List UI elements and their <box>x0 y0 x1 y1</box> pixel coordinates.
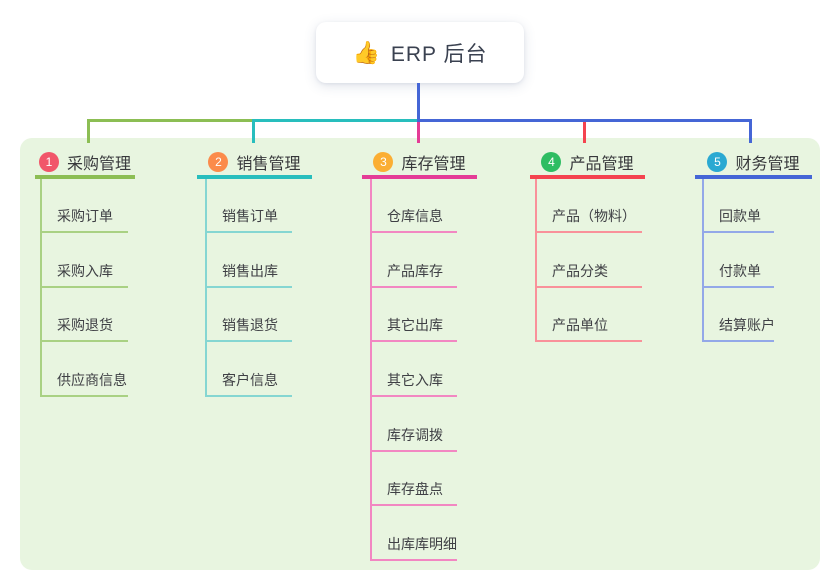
branch-children-spine <box>702 179 704 343</box>
child-node[interactable]: 其它入库 <box>370 370 457 397</box>
branch-number-badge: 3 <box>373 151 394 172</box>
branch-children-spine <box>205 179 207 397</box>
branch-header-2[interactable]: 2 销售管理 <box>197 148 312 179</box>
child-node-label: 供应商信息 <box>57 372 127 388</box>
child-node-label: 仓库信息 <box>387 208 443 224</box>
branch-label: 库存管理 <box>401 155 466 173</box>
branch-drop-line-2 <box>252 122 255 143</box>
child-node[interactable]: 出库库明细 <box>370 534 457 562</box>
child-node[interactable]: 销售订单 <box>205 206 292 233</box>
child-node-label: 产品（物料） <box>552 208 636 224</box>
thumbs-up-icon: 👍 <box>352 39 381 65</box>
root-connector-line <box>417 83 420 122</box>
child-node-label: 回款单 <box>719 208 761 224</box>
branch-label: 财务管理 <box>735 155 800 173</box>
branch-label: 采购管理 <box>66 155 131 173</box>
branch-header-3[interactable]: 3 库存管理 <box>362 148 477 179</box>
child-node[interactable]: 库存调拨 <box>370 425 457 452</box>
child-node[interactable]: 客户信息 <box>205 370 292 397</box>
child-node-label: 产品分类 <box>552 262 608 279</box>
branches-background-panel <box>20 138 820 570</box>
child-node[interactable]: 产品分类 <box>535 261 642 288</box>
child-node-label: 销售退货 <box>222 317 278 334</box>
child-node-label: 付款单 <box>719 262 761 279</box>
child-node-label: 销售出库 <box>222 262 278 279</box>
child-node[interactable]: 其它出库 <box>370 315 457 343</box>
child-node[interactable]: 结算账户 <box>702 315 775 343</box>
branch-number-badge: 1 <box>38 151 59 172</box>
bus-segment-3 <box>417 119 752 122</box>
child-node[interactable]: 回款单 <box>702 206 774 233</box>
child-node[interactable]: 采购订单 <box>40 206 128 233</box>
branch-children-spine <box>370 179 372 562</box>
root-node-title: ERP 后台 <box>390 42 488 66</box>
root-node[interactable]: 👍 ERP 后台 <box>316 22 524 83</box>
branch-children-spine <box>40 179 42 397</box>
child-node-label: 采购订单 <box>57 208 113 224</box>
child-node-label: 销售订单 <box>222 208 278 224</box>
branch-header-1[interactable]: 1 采购管理 <box>35 148 135 179</box>
branch-header-4[interactable]: 4 产品管理 <box>530 148 645 179</box>
child-node[interactable]: 销售退货 <box>205 315 292 343</box>
branch-number-badge: 4 <box>541 151 562 172</box>
child-node[interactable]: 供应商信息 <box>40 370 128 397</box>
bus-segment-1 <box>87 119 252 122</box>
child-node[interactable]: 产品（物料） <box>535 206 642 233</box>
branch-drop-line-3 <box>417 122 420 143</box>
child-node[interactable]: 库存盘点 <box>370 479 457 507</box>
child-node[interactable]: 产品库存 <box>370 261 457 288</box>
child-node-label: 产品单位 <box>552 317 608 334</box>
child-node-label: 采购入库 <box>57 262 113 279</box>
branch-drop-line-4 <box>583 122 586 143</box>
child-node[interactable]: 销售出库 <box>205 261 292 288</box>
child-node-label: 结算账户 <box>719 317 775 334</box>
child-node-label: 产品库存 <box>387 262 443 279</box>
child-node[interactable]: 仓库信息 <box>370 206 457 233</box>
branch-header-5[interactable]: 5 财务管理 <box>695 148 812 179</box>
child-node[interactable]: 付款单 <box>702 261 774 288</box>
branch-drop-line-1 <box>87 122 90 143</box>
branch-number-badge: 5 <box>707 151 728 172</box>
child-node-label: 采购退货 <box>57 317 113 334</box>
child-node-label: 出库库明细 <box>387 536 457 553</box>
child-node-label: 客户信息 <box>222 372 278 388</box>
branch-number-badge: 2 <box>208 151 229 172</box>
child-node[interactable]: 产品单位 <box>535 315 642 343</box>
branch-label: 产品管理 <box>569 155 634 173</box>
child-node[interactable]: 采购退货 <box>40 315 128 343</box>
branch-label: 销售管理 <box>236 155 301 173</box>
child-node-label: 库存盘点 <box>387 481 443 498</box>
branch-drop-line-5 <box>749 122 752 143</box>
child-node-label: 其它出库 <box>387 317 443 334</box>
child-node-label: 其它入库 <box>387 372 443 388</box>
child-node[interactable]: 采购入库 <box>40 261 128 288</box>
branch-children-spine <box>535 179 537 343</box>
bus-segment-2 <box>252 119 417 122</box>
child-node-label: 库存调拨 <box>387 426 443 443</box>
